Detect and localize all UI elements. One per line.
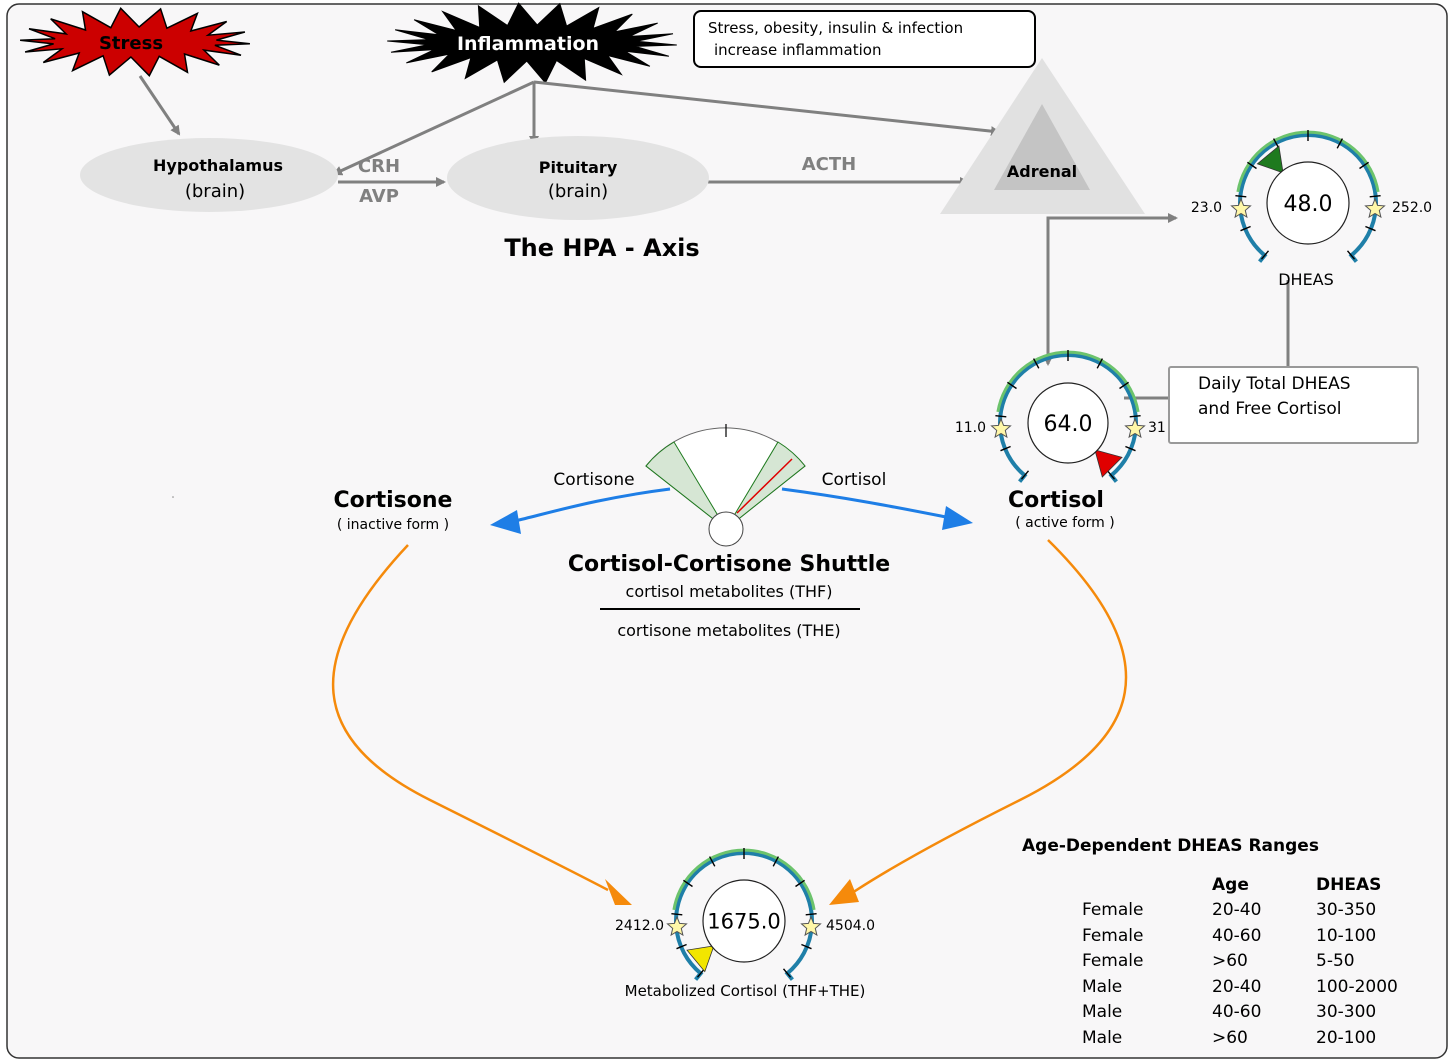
dheas-label: DHEAS [1278,270,1334,289]
gauge-min: 23.0 [1191,200,1222,216]
age-cell: 20-40 [1212,900,1262,921]
cortisol-gauge: 64.0 11.0 31 [955,350,1166,483]
acth-label: ACTH [802,154,856,175]
adrenal-label: Adrenal [1007,162,1077,181]
gauge-value: 48.0 [1284,192,1333,217]
group-cell: Male [1082,1002,1123,1023]
shuttle-denominator: cortisone metabolites (THE) [617,621,840,640]
metabolism-arrows [331,539,1128,905]
pituitary-node: Pituitary (brain) [447,136,709,220]
gauge-min: 11.0 [955,420,986,436]
shuttle-arrows [490,487,973,534]
cortisone-title: Cortisone [334,488,453,513]
cortisone-sub: ( inactive form ) [337,517,449,533]
arrow-to-cortisol [942,506,973,530]
dheas-gauge: 48.0 23.0 252.0 [1191,130,1432,263]
dheas-cell: 100-2000 [1316,976,1398,997]
range-star-icon [990,417,1012,439]
table-row: Female 20-40 30-350 [1082,898,1426,924]
shuttle-numerator: cortisol metabolites (THF) [626,582,833,601]
adrenal-node: Adrenal [940,58,1145,214]
group-cell: Female [1082,925,1144,946]
table-row: Female 40-60 10-100 [1082,923,1426,949]
dheas-cell: 5-50 [1316,951,1355,972]
table-row: Female >60 5-50 [1082,949,1426,975]
crh-label: CRH [358,156,400,177]
group-cell: Male [1082,1027,1123,1048]
dheas-cell: 20-100 [1316,1027,1377,1048]
dheas-cell: 30-300 [1316,1002,1377,1023]
gauge-value: 64.0 [1044,412,1093,437]
shuttle-needle [736,458,793,514]
metabolized-label: Metabolized Cortisol (THF+THE) [625,982,866,1000]
header-age: Age [1212,874,1249,895]
hpa-title: The HPA - Axis [504,234,699,262]
range-star-icon [1124,417,1146,439]
age-cell: 40-60 [1212,1002,1262,1023]
stress-burst: Stress [20,7,250,77]
header-dheas: DHEAS [1316,874,1382,895]
age-cell: 20-40 [1212,976,1262,997]
daily-line-1: Daily Total DHEAS [1198,374,1351,394]
metabolized-cortisol-gauge: 1675.0 2412.0 4504.0 [615,848,875,981]
pituitary-sub: (brain) [548,181,608,202]
age-cell: 40-60 [1212,925,1262,946]
hypothalamus-title: Hypothalamus [153,156,283,175]
shuttle-gauge [645,424,806,547]
gauge-max: 4504.0 [826,918,875,934]
daily-line-2: and Free Cortisol [1198,399,1342,419]
arrow-to-cortisone [490,510,521,534]
group-cell: Male [1082,976,1123,997]
gauge-pointer [686,945,715,973]
shuttle-cortisol-label: Cortisol [822,470,887,490]
group-cell: Female [1082,900,1144,921]
cortisol-title: Cortisol [1008,488,1104,513]
dheas-cell: 10-100 [1316,925,1377,946]
cortisol-sub: ( active form ) [1015,515,1114,531]
dheas-cell: 30-350 [1316,900,1377,921]
group-cell: Female [1082,951,1144,972]
inflammation-note: Stress, obesity, insulin & infection inc… [693,10,1036,68]
gauge-max: 31 [1148,420,1166,436]
age-cell: >60 [1212,1027,1248,1048]
gauge-pointer [1094,449,1123,478]
ranges-title: Age-Dependent DHEAS Ranges [1022,836,1319,856]
range-star-icon [1364,197,1386,219]
hypothalamus-node: Hypothalamus (brain) [80,138,338,212]
gauge-min: 2412.0 [615,918,664,934]
range-star-icon [1230,197,1252,219]
inflammation-burst: Inflammation [387,2,677,84]
arrow-cortisol-to-metabolized [829,879,859,905]
inflammation-label: Inflammation [457,33,599,55]
inflammation-to-adrenal-arrow [533,80,1001,137]
pituitary-title: Pituitary [539,158,618,177]
range-star-icon [666,915,688,937]
table-row: Male >60 20-100 [1082,1025,1426,1051]
table-row: Male 40-60 30-300 [1082,1000,1426,1026]
hypothalamus-sub: (brain) [185,181,245,202]
note-line-2: increase inflammation [714,41,882,59]
table-row: Male 20-40 100-2000 [1082,974,1426,1000]
gauge-pointer [1256,145,1284,174]
note-line-1: Stress, obesity, insulin & infection [708,19,964,37]
age-cell: >60 [1212,951,1248,972]
arrow-cortisone-to-metabolized [605,879,632,905]
shuttle-cortisone-label: Cortisone [553,470,634,490]
range-star-icon [800,915,822,937]
gauge-max: 252.0 [1392,200,1432,216]
hpa-arrows [138,75,1290,400]
ranges-header-row: Age DHEAS [1082,872,1426,898]
dot-artifact [172,496,174,498]
gauge-value: 1675.0 [707,910,780,934]
stress-to-hypothalamus-arrow [138,75,181,136]
inflammation-to-hypothalamus-arrow [332,80,535,176]
shuttle-title: Cortisol-Cortisone Shuttle [568,552,890,577]
daily-total-box: Daily Total DHEAS and Free Cortisol [1168,366,1419,444]
stress-label: Stress [99,33,163,54]
avp-label: AVP [359,186,399,207]
